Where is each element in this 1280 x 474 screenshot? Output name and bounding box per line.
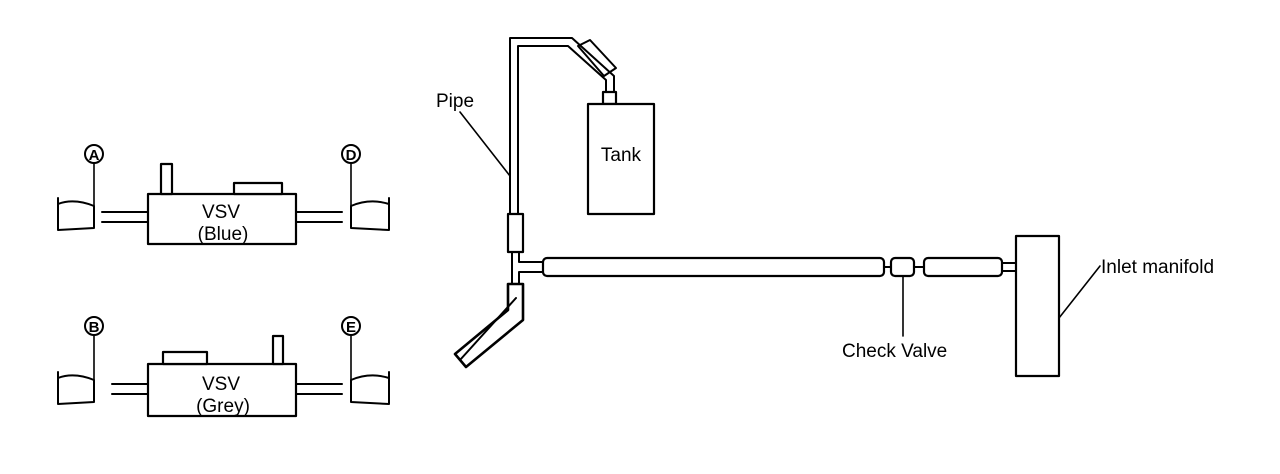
vsv-grey-assembly: VSV (Grey)	[57, 334, 390, 418]
svg-text:D: D	[346, 147, 357, 164]
vsv-blue-assembly: VSV (Blue)	[57, 162, 390, 246]
vsv-blue-label-line2: (Blue)	[198, 224, 249, 245]
inlet-manifold	[1014, 234, 1061, 378]
pipe-coupler	[506, 212, 525, 254]
connector-b: B	[84, 316, 104, 381]
vsv-grey-label-line1: VSV	[202, 374, 240, 395]
main-hose	[541, 256, 886, 278]
vsv-grey-label-line2: (Grey)	[196, 396, 250, 417]
connector-a: A	[84, 144, 104, 207]
inlet-manifold-label: Inlet manifold	[1101, 257, 1214, 278]
manifold-hose	[922, 256, 1004, 278]
inlet-manifold-leader-line	[1058, 265, 1101, 319]
check-valve-label: Check Valve	[842, 341, 947, 362]
vsv-grey-body	[146, 362, 298, 418]
vsv-blue-body	[146, 192, 298, 246]
vsv-blue-label-line1: VSV	[202, 202, 240, 223]
pipe-label: Pipe	[436, 91, 474, 112]
svg-text:E: E	[346, 319, 356, 336]
pipe-system: Tank Pipe Check Valve Inlet manifold	[436, 37, 1214, 378]
tank	[586, 102, 656, 216]
svg-text:A: A	[89, 147, 100, 164]
svg-text:B: B	[89, 319, 100, 336]
tank-label: Tank	[601, 145, 642, 166]
pipe-leader-line	[459, 111, 511, 177]
connector-e: E	[341, 316, 361, 381]
check-valve	[889, 256, 916, 278]
connector-d: D	[341, 144, 361, 207]
